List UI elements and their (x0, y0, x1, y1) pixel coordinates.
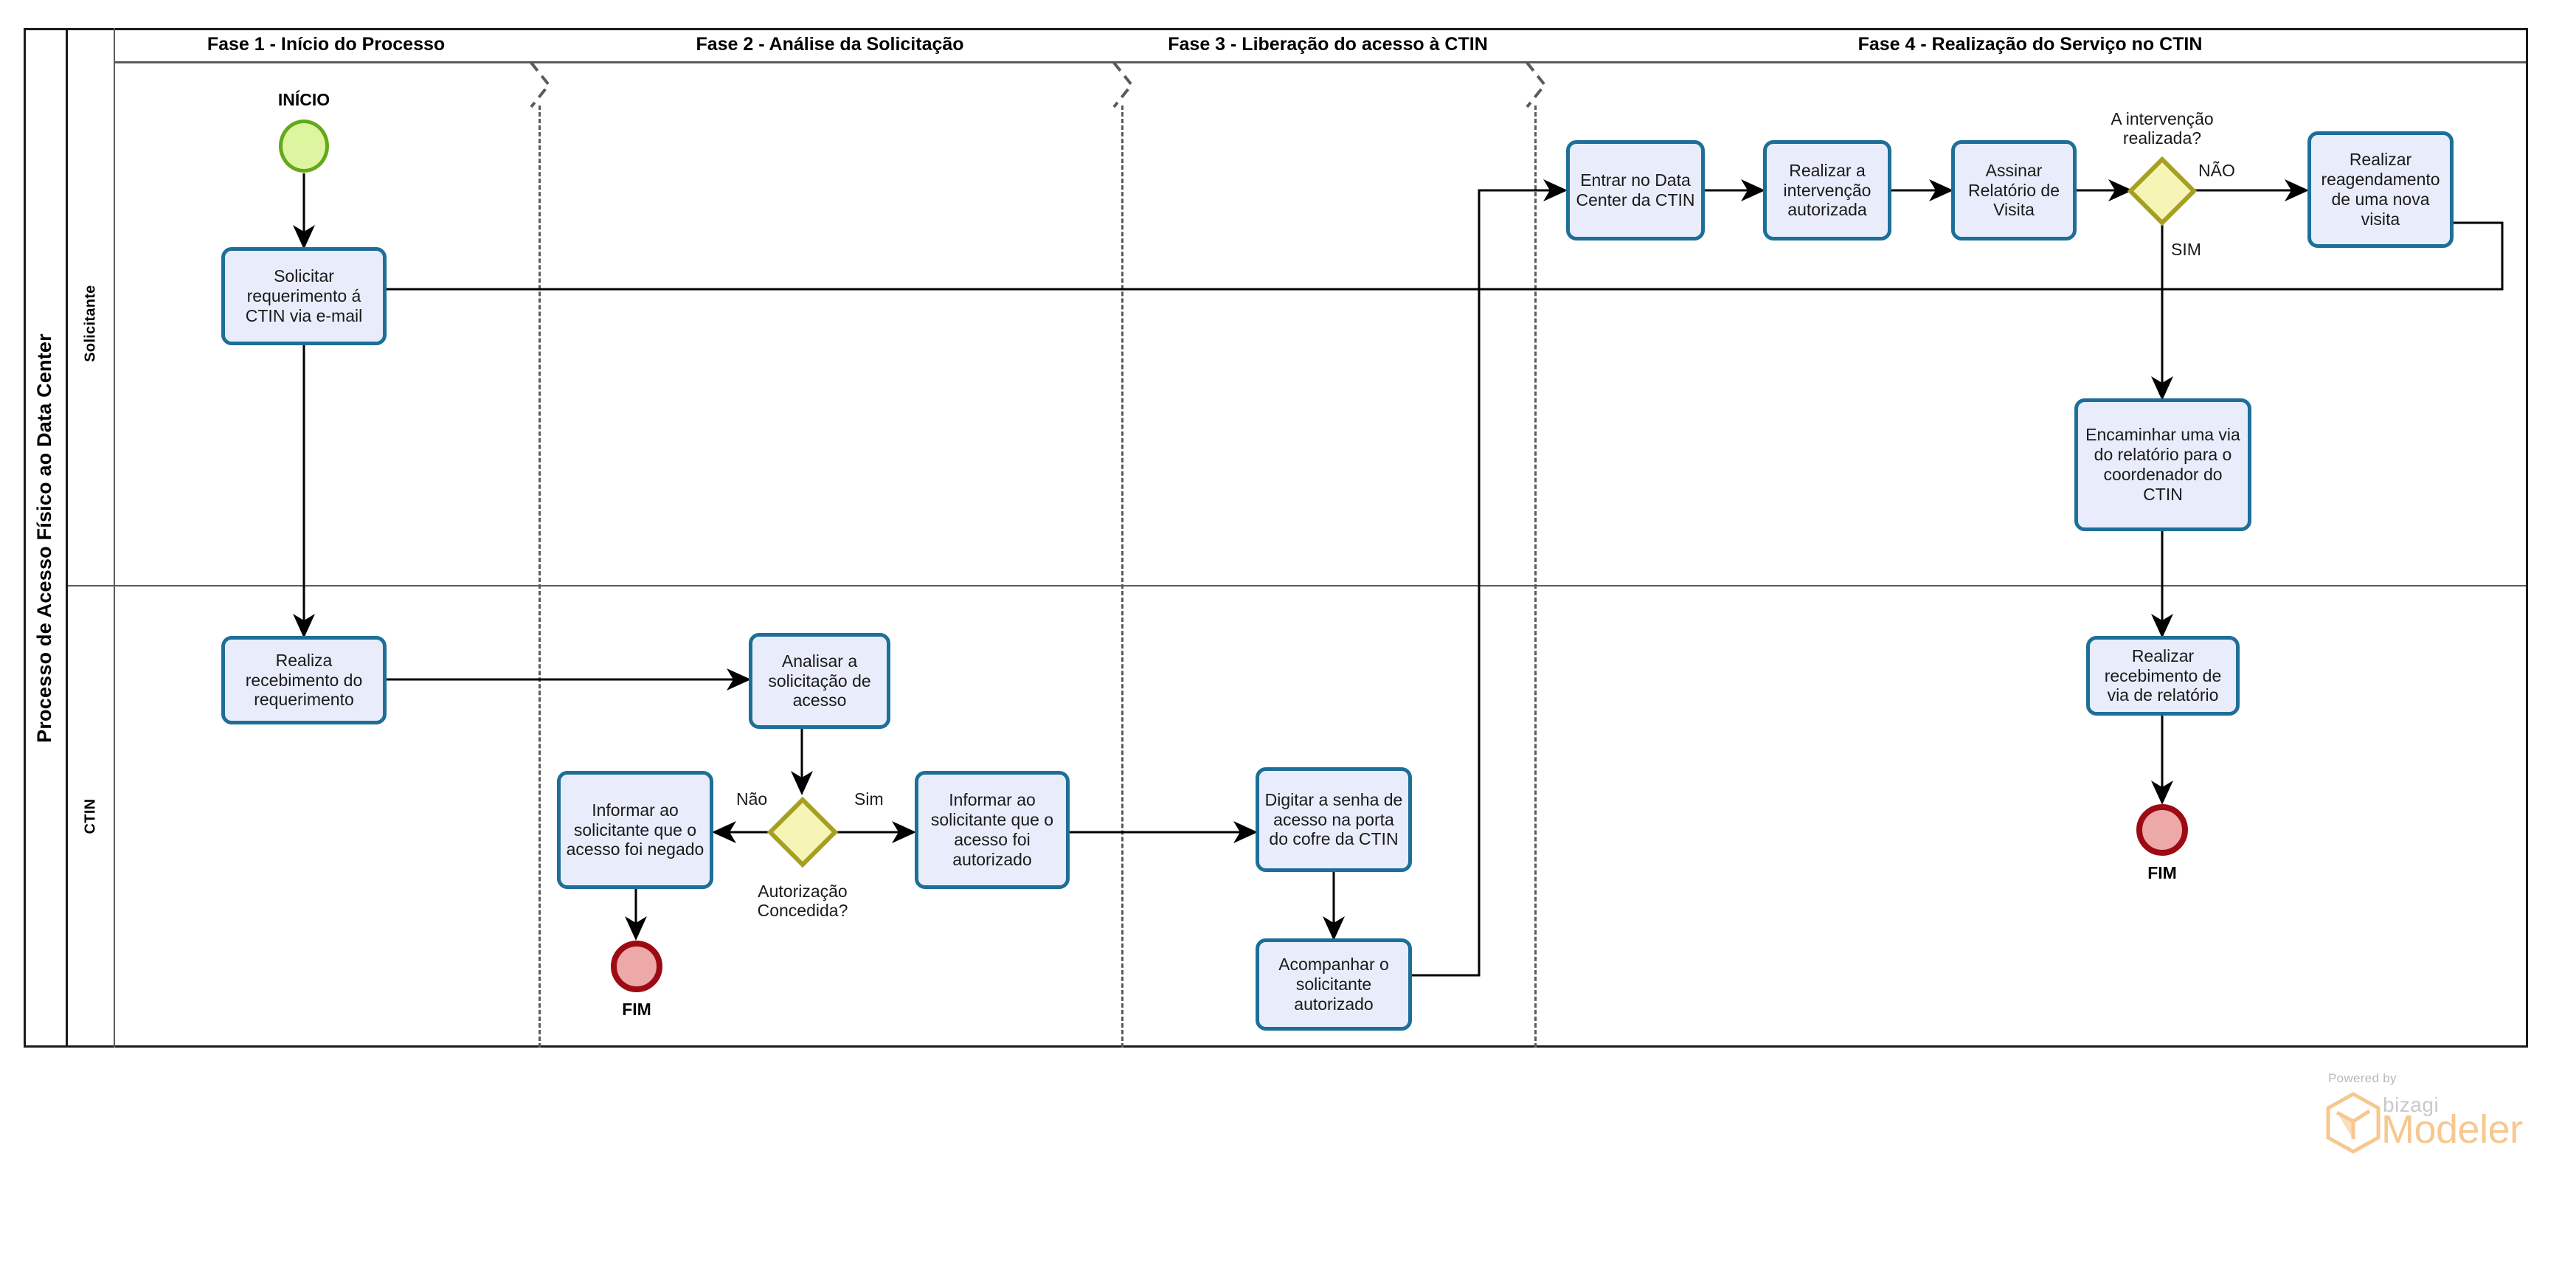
start-event-label: INÍCIO (277, 90, 330, 109)
lane-ctin: CTIN (68, 585, 114, 1048)
task-realizar-recebimento-via[interactable]: Realizar recebimento de via de relatório (2086, 636, 2240, 716)
flow-label-sim-upper: SIM (2171, 240, 2201, 259)
task-acompanhar-solicitante[interactable]: Acompanhar o solicitante autorizado (1256, 938, 1412, 1031)
lane-solicitante: Solicitante (68, 61, 114, 585)
bizagi-hexagon-icon (2326, 1092, 2381, 1154)
task-assinar-relatorio-visita[interactable]: Assinar Relatório de Visita (1951, 140, 2077, 241)
pool-title: Processo de Acesso Físico ao Data Center (24, 28, 68, 1048)
phase-chevron-icon (1526, 61, 1547, 108)
phase-title-fase3: Fase 3 - Liberação do acesso à CTIN (1168, 33, 1488, 55)
task-realiza-recebimento-requerimento[interactable]: Realiza recebimento do requerimento (221, 636, 387, 724)
phase-chevron-icon (1112, 61, 1134, 108)
phase-divider-1-2 (530, 61, 551, 1048)
flow-label-sim: Sim (854, 789, 884, 809)
end-event-negado-label: FIM (622, 1000, 651, 1019)
gateway-intervencao-label: A intervenção realizada? (2111, 109, 2214, 148)
task-digitar-senha-cofre[interactable]: Digitar a senha de acesso na porta do co… (1256, 767, 1412, 872)
watermark-product: Modeler (2381, 1107, 2523, 1152)
exclusive-gateway-autorizacao[interactable] (767, 797, 838, 868)
lane-label-column-divider (114, 28, 115, 1048)
task-realizar-reagendamento[interactable]: Realizar reagendamento de uma nova visit… (2307, 131, 2454, 248)
start-event[interactable] (279, 120, 329, 173)
bizagi-watermark: Powered by bizagi Modeler (2305, 1071, 2555, 1174)
task-analisar-solicitacao[interactable]: Analisar a solicitação de acesso (749, 633, 890, 729)
task-entrar-data-center[interactable]: Entrar no Data Center da CTIN (1566, 140, 1705, 241)
watermark-powered-by: Powered by (2328, 1071, 2397, 1085)
pool-title-label: Processo de Acesso Físico ao Data Center (33, 333, 55, 743)
end-event-relatorio[interactable] (2136, 804, 2188, 856)
flow-label-nao: Não (736, 789, 768, 809)
task-encaminhar-via-relatorio[interactable]: Encaminhar uma via do relatório para o c… (2074, 398, 2251, 531)
phase-chevron-icon (530, 61, 551, 108)
task-realizar-intervencao[interactable]: Realizar a intervenção autorizada (1763, 140, 1891, 241)
task-informar-acesso-negado[interactable]: Informar ao solicitante que o acesso foi… (557, 771, 713, 889)
lane-label-solicitante: Solicitante (82, 284, 99, 362)
watermark-brand: bizagi (2383, 1093, 2440, 1116)
flow-label-nao-upper: NÃO (2198, 161, 2235, 180)
phase-divider-3-4 (1526, 61, 1547, 1048)
phase-header-divider (114, 61, 2526, 63)
exclusive-gateway-intervencao[interactable] (2127, 156, 2197, 226)
phase-title-fase4: Fase 4 - Realização do Serviço no CTIN (1857, 33, 2203, 55)
phase-title-fase1: Fase 1 - Início do Processo (207, 33, 446, 55)
task-informar-acesso-autorizado[interactable]: Informar ao solicitante que o acesso foi… (915, 771, 1070, 889)
phase-title-fase2: Fase 2 - Análise da Solicitação (696, 33, 964, 55)
lane-label-ctin: CTIN (82, 798, 99, 834)
lane-divider (68, 585, 2526, 586)
end-event-relatorio-label: FIM (2147, 863, 2177, 882)
task-solicitar-requerimento[interactable]: Solicitar requerimento á CTIN via e-mail (221, 247, 387, 345)
end-event-negado[interactable] (611, 941, 662, 992)
phase-divider-2-3 (1112, 61, 1134, 1048)
gateway-autorizacao-label: Autorização Concedida? (757, 882, 848, 921)
